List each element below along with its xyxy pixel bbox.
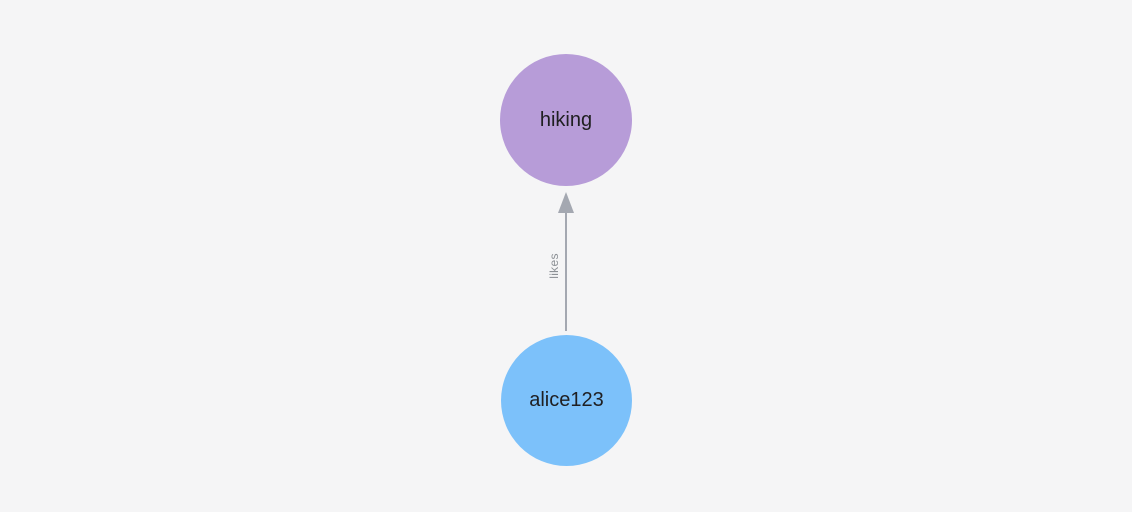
graph-node-hiking[interactable]: hiking [500, 54, 632, 186]
edge-line-alice123-hiking [565, 209, 567, 331]
arrowhead-up-icon [558, 192, 574, 213]
edge-label-likes: likes [547, 253, 561, 279]
node-label-alice123: alice123 [529, 389, 604, 411]
graph-node-alice123[interactable]: alice123 [501, 335, 632, 466]
node-label-hiking: hiking [539, 108, 593, 131]
